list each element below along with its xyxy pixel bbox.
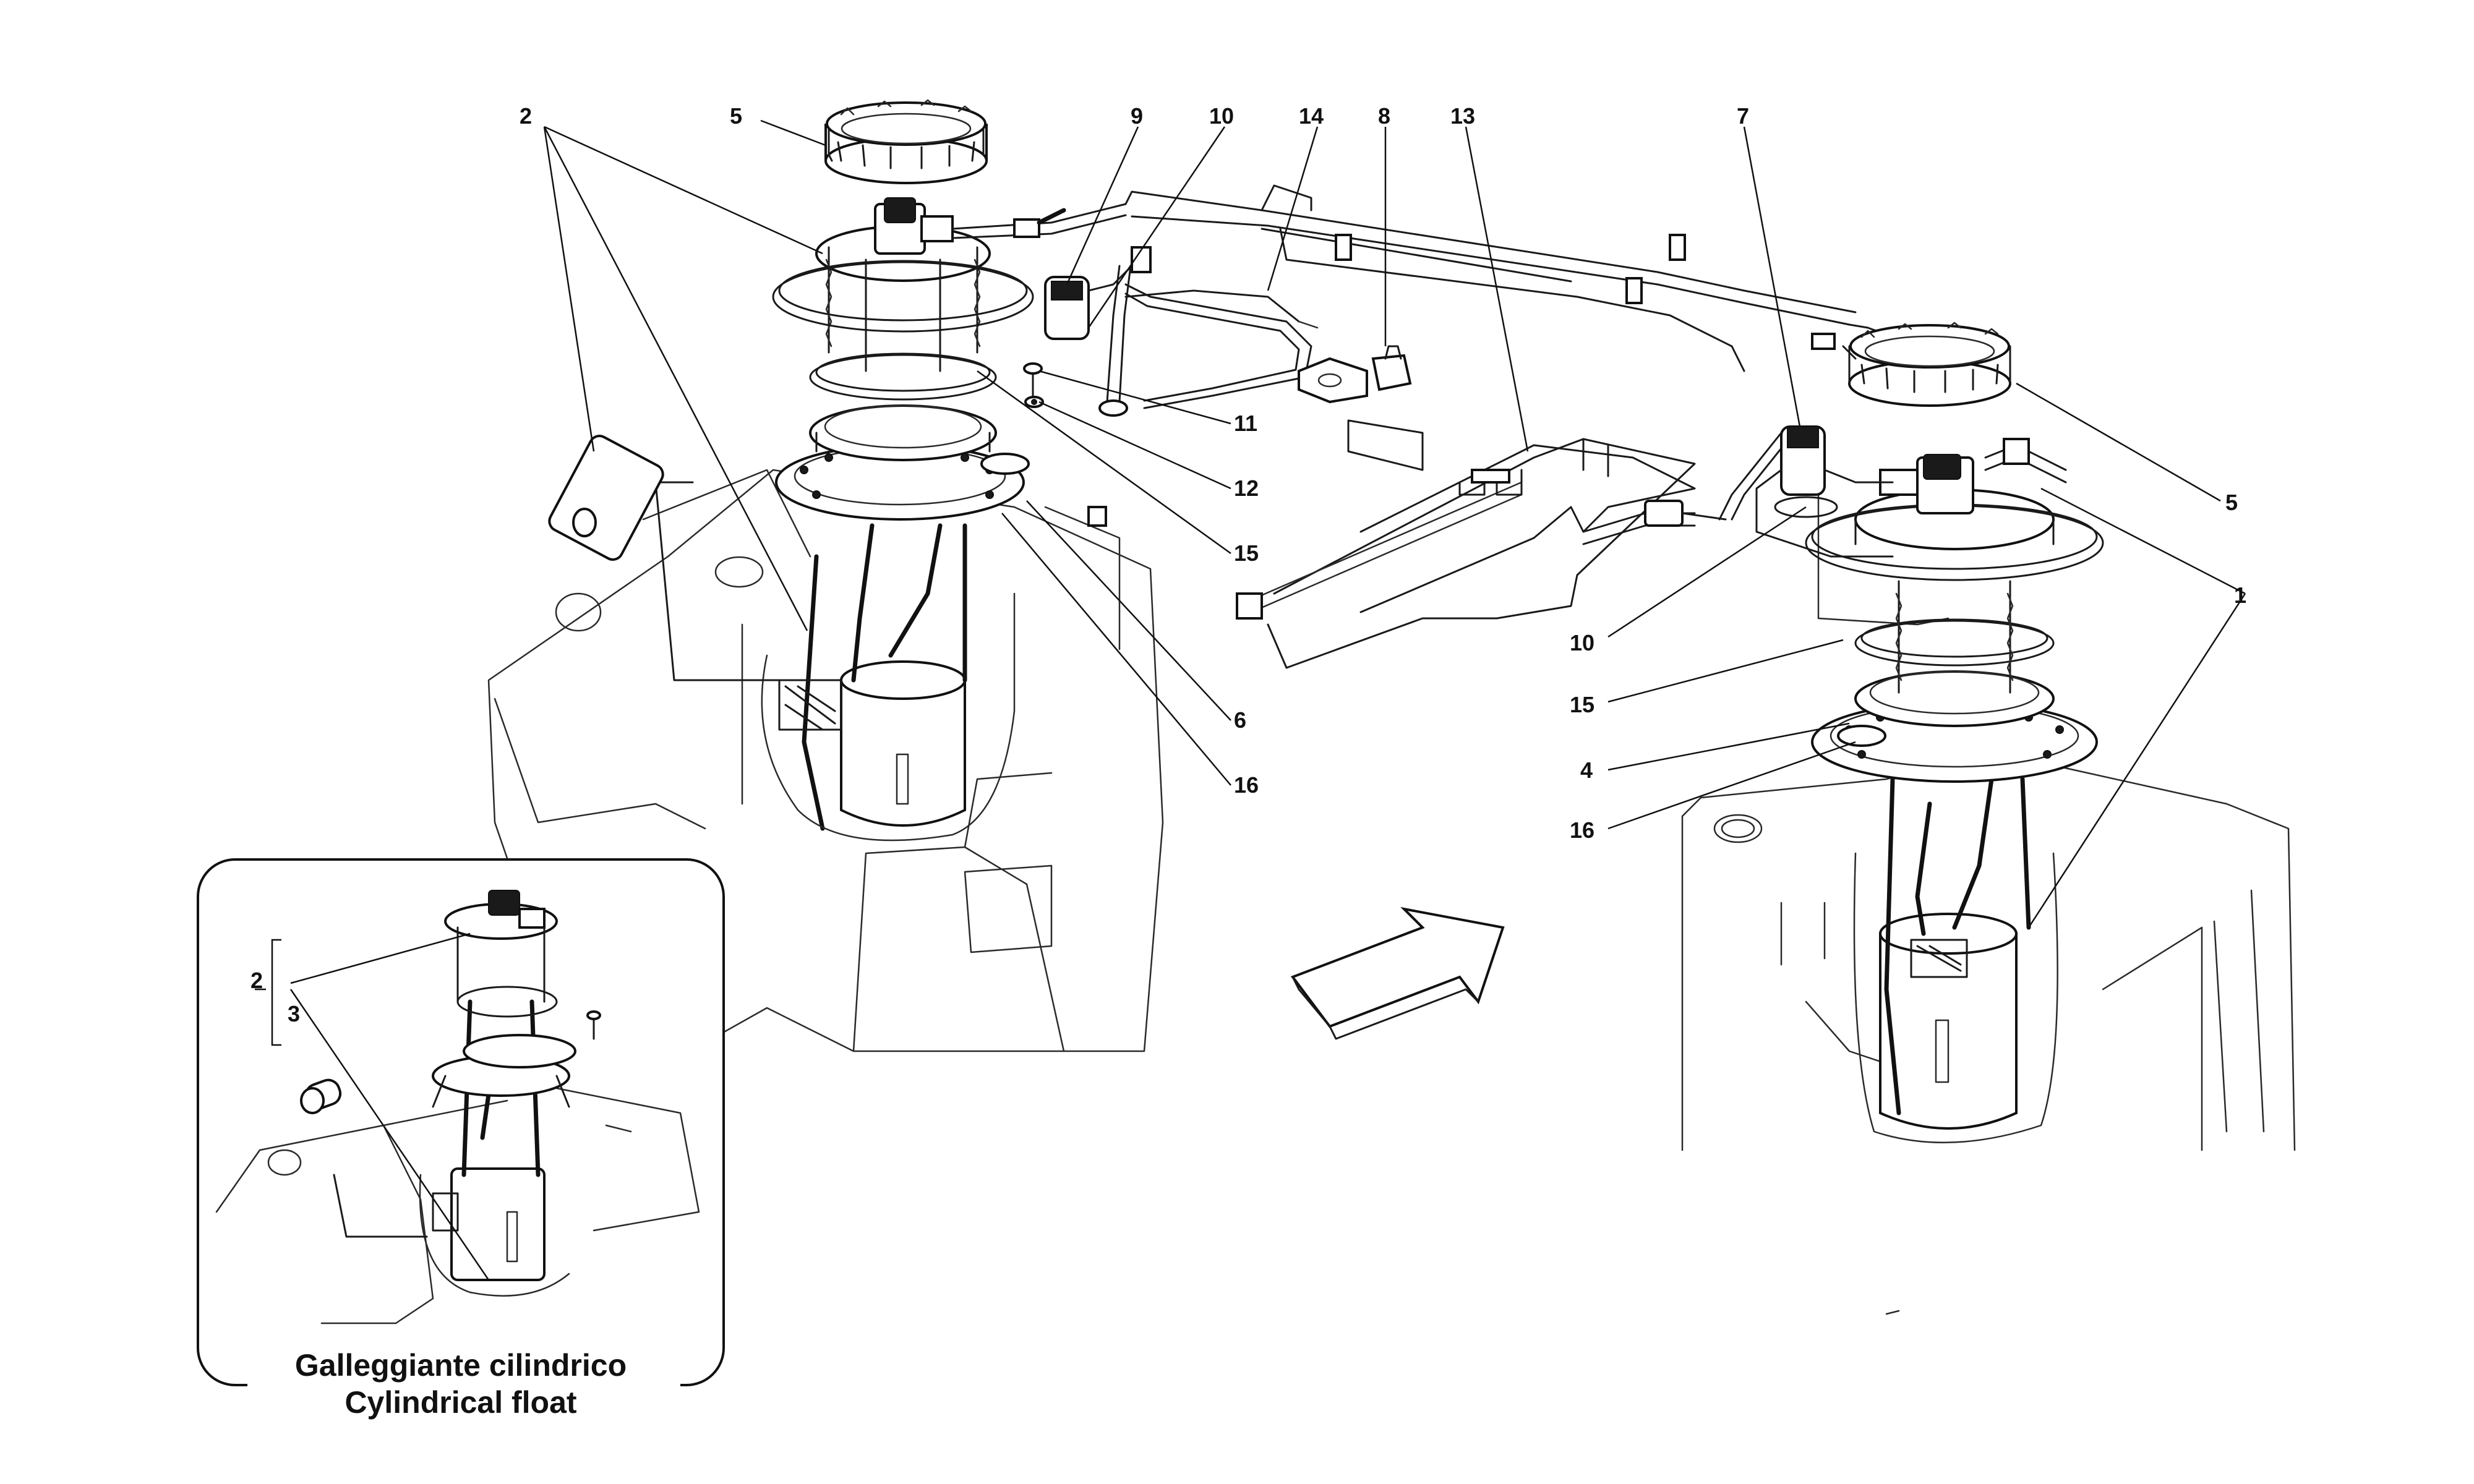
inset-cylindrical-float <box>197 858 725 1386</box>
callout-3-inset: 3 <box>288 1001 300 1026</box>
callout-15-right: 15 <box>1570 692 1594 717</box>
callout-13: 13 <box>1450 103 1475 129</box>
right-regulator-7 <box>1755 425 1894 558</box>
callout-4: 4 <box>1580 757 1593 783</box>
callout-11: 11 <box>1234 411 1257 436</box>
callout-1: 1 <box>2234 582 2246 608</box>
callout-7: 7 <box>1737 103 1749 129</box>
rail-hose-to-right-pump <box>1582 432 1795 545</box>
callout-10-right: 10 <box>1570 630 1594 655</box>
callout-5-top: 5 <box>730 103 742 129</box>
callout-8: 8 <box>1378 103 1390 129</box>
fuel-rail-center <box>1124 184 1894 372</box>
direction-arrow <box>1290 906 1505 1040</box>
left-small-parts-11-12 <box>1023 362 1044 408</box>
callout-2-top: 2 <box>520 103 532 129</box>
callout-16-left: 16 <box>1234 772 1259 798</box>
callout-12: 12 <box>1234 475 1259 501</box>
right-locking-ring <box>1848 322 2011 407</box>
callout-labels: 2 5 9 10 14 8 13 7 11 12 15 6 16 5 1 10 … <box>250 103 2246 1026</box>
right-flange-and-rings <box>1811 580 2098 783</box>
caption-english: Cylindrical float <box>345 1385 576 1420</box>
callout-16-right: 16 <box>1570 817 1594 843</box>
fuel-line-13 <box>1236 419 1696 669</box>
left-regulator-and-hoses <box>951 203 1312 417</box>
callout-15-left: 15 <box>1234 540 1259 566</box>
right-pump-top-cover <box>1805 438 2104 581</box>
callout-6: 6 <box>1234 707 1246 733</box>
callout-10-top: 10 <box>1209 103 1234 129</box>
left-pump-module <box>548 435 1016 842</box>
callout-14: 14 <box>1299 103 1324 129</box>
leader-lines <box>543 119 2246 1315</box>
callout-9: 9 <box>1131 103 1143 129</box>
inset-frame <box>197 858 725 1386</box>
clip-parts-8 <box>1298 345 1412 404</box>
left-locking-ring <box>824 99 988 184</box>
caption-italian: Galleggiante cilindrico <box>295 1348 627 1383</box>
fuel-hose-14 <box>1124 289 1319 329</box>
left-pump-top-cover <box>772 197 1034 372</box>
inset-pump <box>300 890 601 1297</box>
callout-2-inset: 2 <box>250 968 263 993</box>
callout-5-right: 5 <box>2225 490 2238 515</box>
inset-caption: Galleggiante cilindrico Cylindrical floa… <box>247 1342 680 1422</box>
right-pump-module <box>1853 777 2058 1143</box>
left-flange-and-rings <box>775 352 1107 527</box>
